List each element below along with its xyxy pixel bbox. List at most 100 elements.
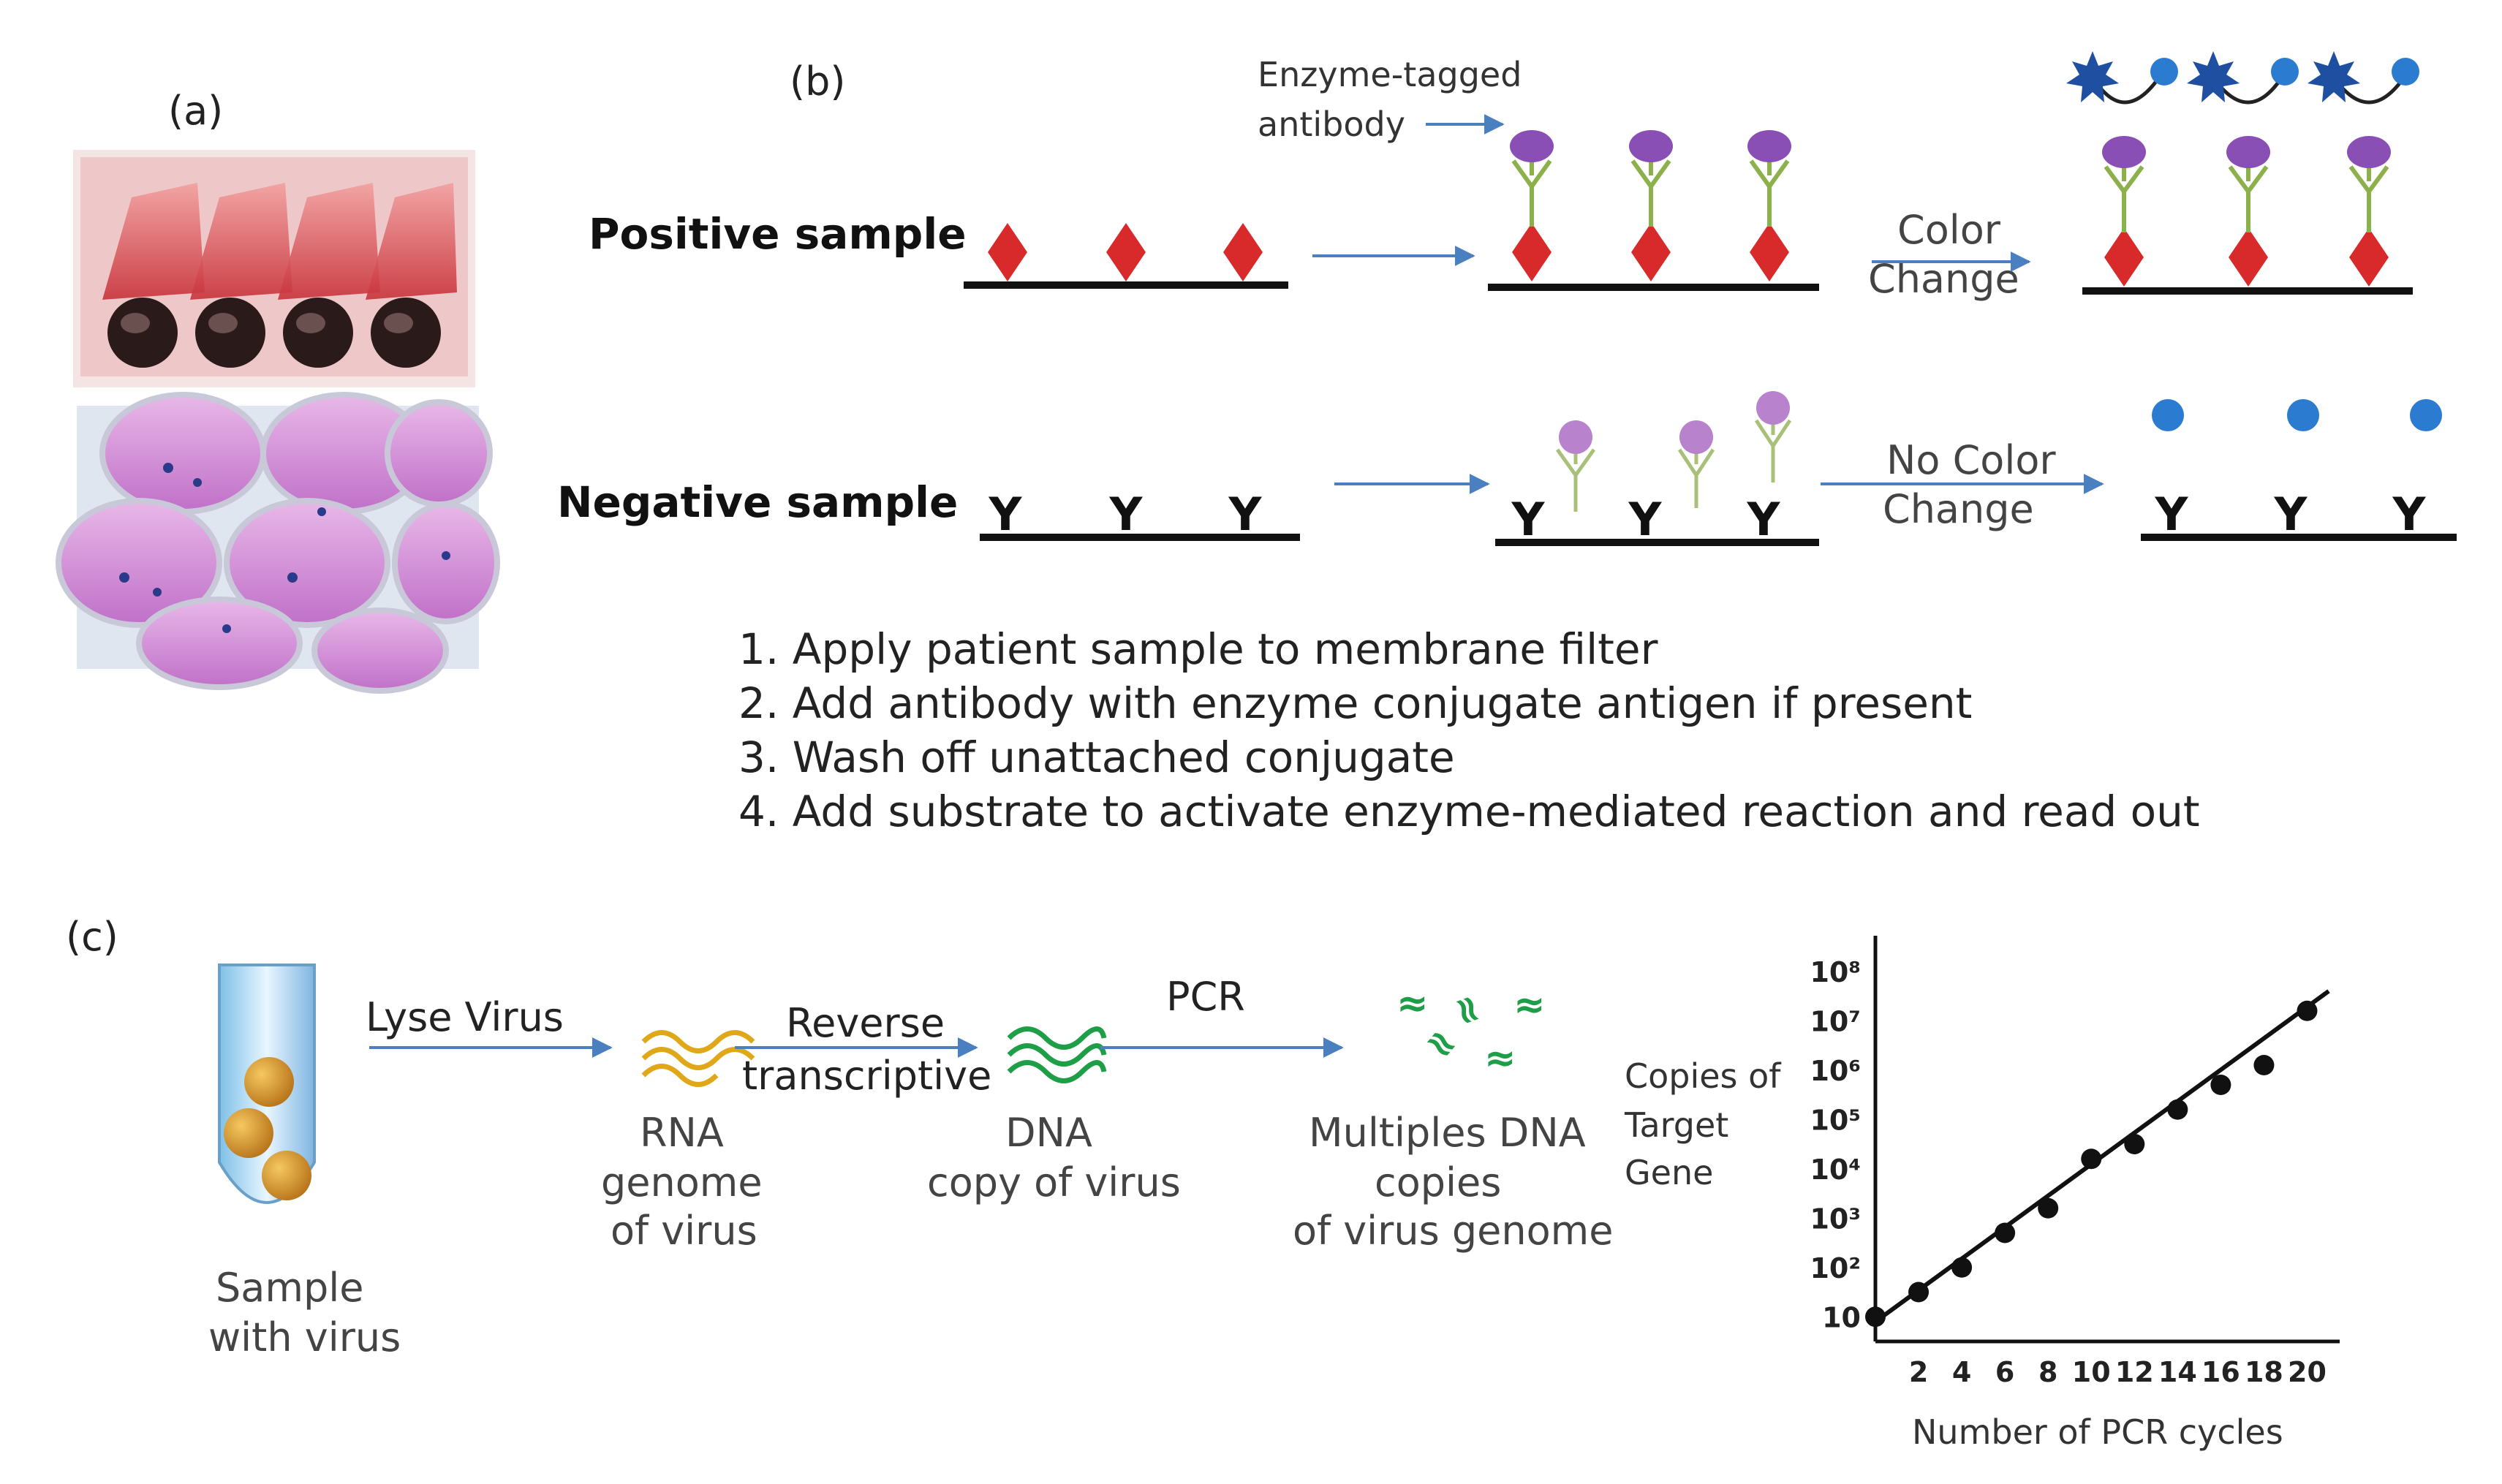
- svg-text:≈: ≈: [1513, 983, 1546, 1027]
- negative-sample-label: Negative sample: [557, 477, 958, 527]
- lyse-virus-label: Lyse Virus: [366, 994, 564, 1040]
- x-axis-label: Number of PCR cycles: [1912, 1412, 2283, 1452]
- enzyme-label-line1: Enzyme-tagged: [1258, 55, 1522, 94]
- svg-text:≈: ≈: [1484, 1037, 1516, 1080]
- positive-sample-label: Positive sample: [589, 209, 967, 259]
- virus-particle: [224, 1108, 273, 1158]
- rna-label-line2: genome: [601, 1159, 763, 1205]
- x-tick-label: 20: [2288, 1356, 2327, 1388]
- negative-stage-1: Y Y Y: [980, 488, 1300, 541]
- x-tick-label: 12: [2115, 1356, 2154, 1388]
- data-point: [2081, 1148, 2102, 1170]
- svg-text:Y: Y: [2392, 488, 2427, 541]
- positive-stage-3: [2066, 51, 2419, 295]
- dna-label-line1: DNA: [1005, 1110, 1092, 1156]
- x-tick-label: 14: [2158, 1356, 2197, 1388]
- y-tick-label: 10⁵: [1810, 1104, 1861, 1136]
- virus-particle: [244, 1057, 294, 1107]
- enzyme-ellipse: [1510, 130, 1554, 162]
- x-tick-label: 4: [1952, 1356, 1971, 1388]
- antigen-diamond: [1106, 223, 1146, 281]
- positive-stage-1: [964, 223, 1288, 289]
- x-tick-label: 6: [1995, 1356, 2014, 1388]
- x-tick-label: 2: [1909, 1356, 1928, 1388]
- substrate-star: [2066, 51, 2119, 102]
- copies-label-line2: Target: [1624, 1105, 1728, 1145]
- sample-label-line2: with virus: [208, 1314, 401, 1360]
- culture-flasks-image: [73, 150, 475, 387]
- color-change-line1: Color: [1897, 207, 2001, 253]
- antigen-diamond: [1223, 223, 1263, 281]
- panel-c-label: (c): [66, 914, 118, 960]
- well-plate-image: [56, 392, 500, 694]
- virus-particle: [262, 1151, 311, 1200]
- svg-text:Y: Y: [1747, 493, 1781, 546]
- x-tick-label: 16: [2201, 1356, 2240, 1388]
- multi-label-line1: Multiples DNA: [1309, 1110, 1586, 1156]
- rna-label-line1: RNA: [640, 1110, 724, 1156]
- negative-stage-2: Y Y Y: [1495, 391, 1819, 546]
- step-2: 2. Add antibody with enzyme conjugate an…: [738, 678, 1972, 728]
- rna-icon: [641, 1030, 755, 1087]
- reverse-label-line1: Reverse: [786, 1000, 945, 1046]
- y-tick-label: 10²: [1810, 1252, 1861, 1284]
- step-4: 4. Add substrate to activate enzyme-medi…: [738, 787, 2200, 836]
- reverse-label-line2: transcriptive: [742, 1053, 991, 1099]
- y-tick-label: 10: [1822, 1301, 1861, 1333]
- data-point: [2124, 1134, 2145, 1154]
- svg-text:≈: ≈: [1396, 982, 1429, 1026]
- data-point: [1908, 1282, 1930, 1303]
- data-point: [2210, 1075, 2231, 1095]
- antigen-diamond: [988, 223, 1027, 281]
- data-point: [2038, 1197, 2059, 1219]
- panel-b-label: (b): [790, 58, 845, 105]
- y-tick-label: 10⁷: [1810, 1005, 1861, 1037]
- substrate-star: [2187, 51, 2240, 102]
- data-point: [2167, 1099, 2188, 1120]
- substrate-star: [2308, 51, 2360, 102]
- no-color-change-line1: No Color: [1886, 437, 2056, 483]
- data-point: [1865, 1306, 1886, 1328]
- data-point: [1951, 1257, 1973, 1278]
- enzyme-ellipse: [1629, 130, 1673, 162]
- enzyme-label-line2: antibody: [1258, 105, 1405, 144]
- data-point: [1995, 1222, 2016, 1243]
- y-tick-label: 10⁸: [1810, 956, 1861, 988]
- sample-label-line1: Sample: [216, 1265, 363, 1311]
- svg-text:Y: Y: [989, 488, 1023, 541]
- enzyme-ellipse: [1747, 130, 1791, 162]
- x-tick-label: 18: [2245, 1356, 2283, 1388]
- pcr-label: PCR: [1166, 974, 1245, 1020]
- copies-label-line3: Gene: [1625, 1153, 1713, 1192]
- rna-label-line3: of virus: [611, 1208, 757, 1254]
- multi-label-line3: of virus genome: [1293, 1208, 1614, 1254]
- trend-line: [1874, 989, 2330, 1324]
- x-tick-label: 8: [2038, 1356, 2057, 1388]
- svg-text:Y: Y: [1109, 488, 1144, 541]
- svg-text:Y: Y: [1511, 493, 1546, 546]
- test-tube-image: [218, 964, 316, 1204]
- dna-copies-icon: ≈ ≈ ≈ ≈ ≈: [1396, 982, 1546, 1080]
- step-1: 1. Apply patient sample to membrane filt…: [738, 624, 1658, 674]
- y-tick-label: 10³: [1810, 1203, 1861, 1235]
- data-point: [2253, 1055, 2275, 1075]
- multi-label-line2: copies: [1375, 1159, 1501, 1205]
- svg-text:Y: Y: [2274, 488, 2308, 541]
- no-color-change-line2: Change: [1883, 486, 2034, 532]
- negative-stage-3: Y Y Y: [2141, 399, 2457, 541]
- svg-text:Y: Y: [2155, 488, 2189, 541]
- dna-label-line2: copy of virus: [927, 1159, 1181, 1205]
- step-3: 3. Wash off unattached conjugate: [738, 732, 1455, 782]
- panel-a-label: (a): [168, 88, 223, 134]
- x-tick-label: 10: [2072, 1356, 2111, 1388]
- y-tick-label: 10⁶: [1810, 1055, 1861, 1087]
- color-change-line2: Change: [1868, 256, 2019, 302]
- y-tick-label: 10⁴: [1810, 1154, 1861, 1186]
- copies-label-line1: Copies of: [1625, 1056, 1782, 1096]
- data-point: [2297, 1000, 2318, 1021]
- positive-stage-2: [1488, 130, 1819, 291]
- dna-icon: [1007, 1026, 1107, 1083]
